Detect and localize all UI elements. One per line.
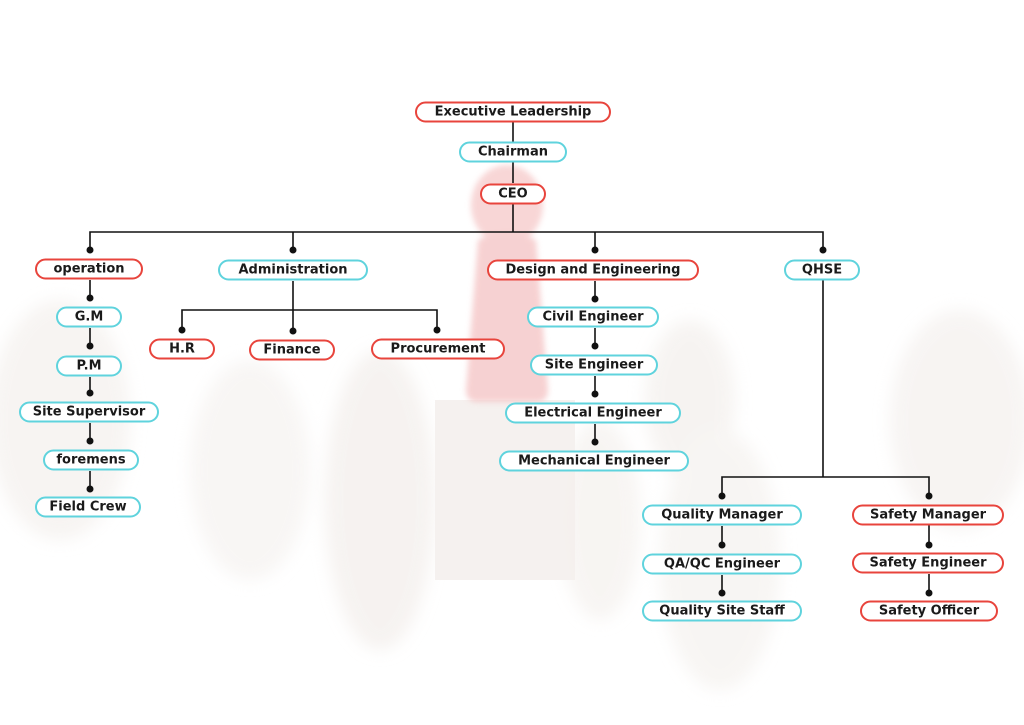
- node-civil-engineer: Civil Engineer: [527, 306, 659, 328]
- node-site-supervisor: Site Supervisor: [19, 401, 159, 423]
- node-design-and-engineering: Design and Engineering: [487, 259, 699, 281]
- node-executive-leadership: Executive Leadership: [415, 101, 611, 123]
- node-ceo: CEO: [480, 183, 546, 205]
- node-finance: Finance: [249, 339, 335, 361]
- node-quality-manager: Quality Manager: [642, 504, 802, 526]
- node-quality-site-staff: Quality Site Staff: [642, 600, 802, 622]
- node-site-engineer: Site Engineer: [530, 354, 658, 376]
- node-mechanical-engineer: Mechanical Engineer: [499, 450, 689, 472]
- node-field-crew: Field Crew: [35, 496, 141, 518]
- node-chairman: Chairman: [459, 141, 567, 163]
- node-qhse: QHSE: [784, 259, 860, 281]
- node-pm: P.M: [56, 355, 122, 377]
- node-administration: Administration: [218, 259, 368, 281]
- node-hr: H.R: [149, 338, 215, 360]
- node-safety-engineer: Safety Engineer: [852, 552, 1004, 574]
- node-qaqc-engineer: QA/QC Engineer: [642, 553, 802, 575]
- node-electrical-engineer: Electrical Engineer: [505, 402, 681, 424]
- node-safety-manager: Safety Manager: [852, 504, 1004, 526]
- node-foremens: foremens: [43, 449, 139, 471]
- node-operation: operation: [35, 258, 143, 280]
- node-gm: G.M: [56, 306, 122, 328]
- node-procurement: Procurement: [371, 338, 505, 360]
- node-safety-officer: Safety Officer: [860, 600, 998, 622]
